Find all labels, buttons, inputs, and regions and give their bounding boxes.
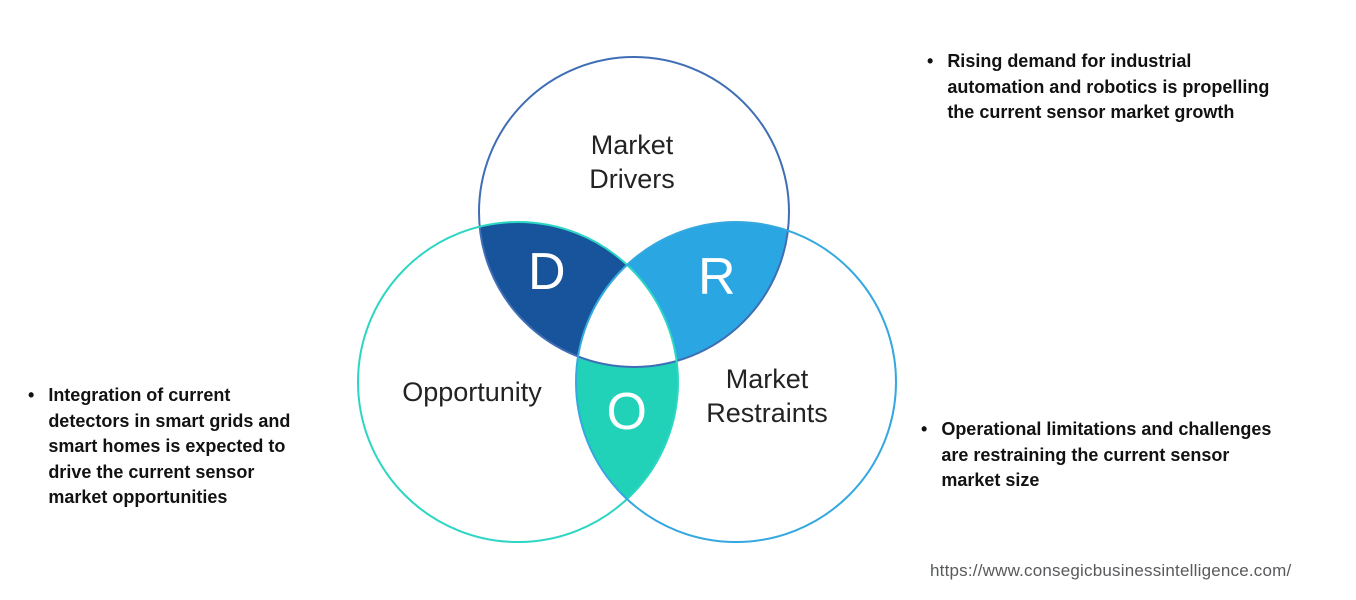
bullet-restraints-note: • Operational limitations and challenges… bbox=[921, 417, 1351, 494]
bullet-icon: • bbox=[921, 419, 928, 439]
region-o-letter: O bbox=[606, 383, 648, 441]
bullet-icon: • bbox=[927, 51, 934, 71]
bullet-opportunity-text: Integration of current detectors in smar… bbox=[48, 385, 291, 507]
source-url: https://www.consegicbusinessintelligence… bbox=[930, 561, 1292, 580]
bullet-icon: • bbox=[28, 385, 35, 405]
region-d-letter: D bbox=[527, 243, 567, 301]
label-opportunity: Opportunity bbox=[402, 377, 542, 407]
label-market-drivers: Market Drivers bbox=[589, 130, 675, 194]
bullet-drivers-note: • Rising demand for industrial automatio… bbox=[927, 49, 1347, 126]
label-market-restraints: Market Restraints bbox=[706, 364, 828, 428]
region-r-letter: R bbox=[697, 248, 737, 306]
bullet-drivers-text: Rising demand for industrial automation … bbox=[947, 51, 1270, 122]
bullet-restraints-text: Operational limitations and challenges a… bbox=[941, 419, 1272, 490]
bullet-opportunity-note: • Integration of current detectors in sm… bbox=[28, 383, 358, 511]
